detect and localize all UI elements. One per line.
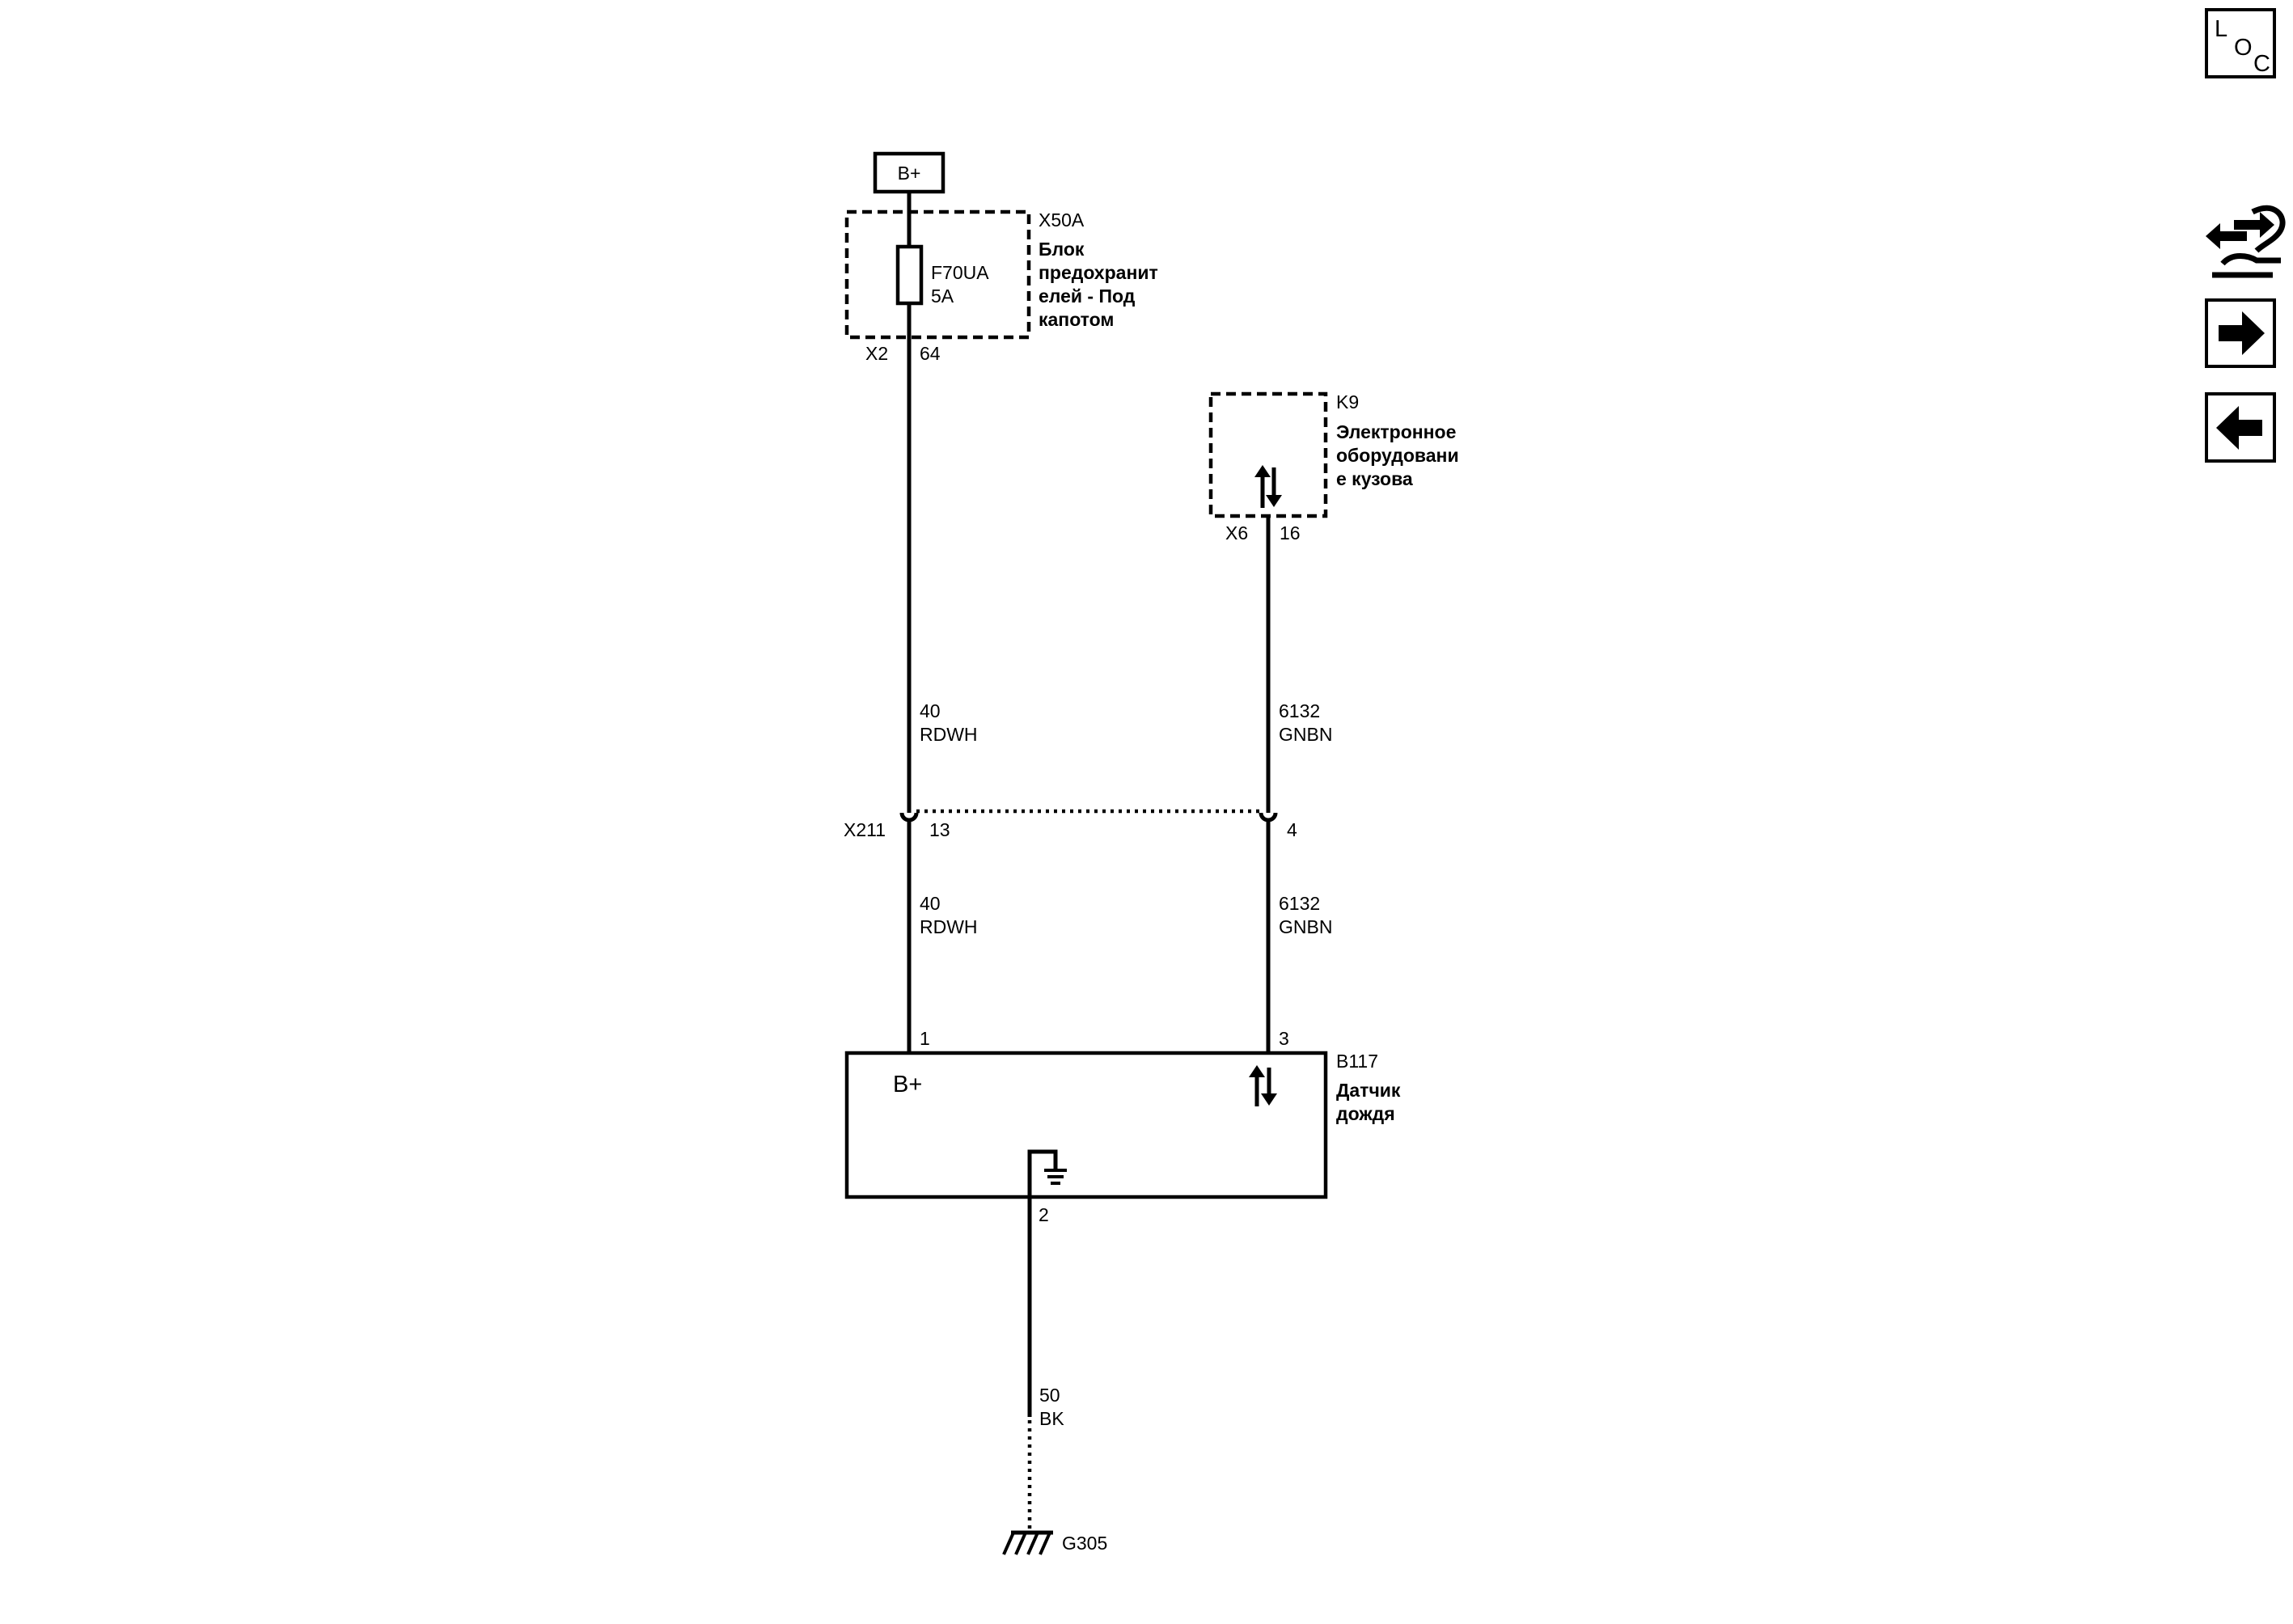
fuse-block-name-3: елей - Под <box>1039 285 1136 307</box>
bidirectional-arrow-icon <box>1254 465 1282 508</box>
fuse-symbol <box>895 244 924 306</box>
ground-circuit: 50 <box>1039 1385 1060 1406</box>
fuse-block-connector: X2 <box>865 343 888 364</box>
bcm-connector: X6 <box>1225 522 1248 543</box>
previous-page-button[interactable] <box>2205 392 2276 463</box>
ground-color: BK <box>1039 1408 1064 1429</box>
chassis-ground-icon <box>1027 1149 1067 1197</box>
power-source: B+ <box>873 151 946 194</box>
location-button[interactable]: L O C <box>2205 8 2276 78</box>
arrow-left-icon <box>2216 406 2262 450</box>
bcm-pin: 16 <box>1280 522 1301 543</box>
fuse-block-ref: X50A <box>1039 209 1085 230</box>
loc-letter-c: C <box>2253 51 2270 77</box>
inline-connector: X211 13 4 <box>844 809 1297 840</box>
signal-lower-circuit: 6132 <box>1279 893 1320 914</box>
fuse-block-name-1: Блок <box>1039 239 1085 260</box>
power-source-label: B+ <box>898 163 921 184</box>
signal-upper-color: GNBN <box>1279 724 1332 745</box>
rain-sensor: 1 3 B+ B117 Датчик дождя 2 <box>844 1028 1401 1225</box>
sensor-power-label: B+ <box>893 1072 922 1097</box>
signal-upper-circuit: 6132 <box>1279 700 1320 721</box>
ground-point-ref: G305 <box>1062 1533 1107 1554</box>
power-upper-color: RDWH <box>920 724 978 745</box>
fuse-block-name-2: предохранит <box>1039 262 1158 283</box>
bcm-name-2: оборудовани <box>1336 445 1459 466</box>
sensor-name-2: дождя <box>1336 1103 1395 1124</box>
bcm-module: K9 Электронное оборудовани е кузова X6 1… <box>1208 391 1459 543</box>
fuse-block-pin: 64 <box>920 343 941 364</box>
inline-connector-pin-a: 13 <box>929 819 950 840</box>
inline-connector-pin-b: 4 <box>1287 819 1297 840</box>
ground-point: G305 <box>1002 1530 1107 1555</box>
power-lower-circuit: 40 <box>920 893 941 914</box>
signal-lower-color: GNBN <box>1279 916 1332 937</box>
next-page-button[interactable] <box>2205 298 2276 368</box>
ground-symbol-icon <box>1002 1530 1053 1555</box>
sensor-pin-signal: 3 <box>1279 1028 1289 1049</box>
fuse-rating: 5A <box>931 285 954 307</box>
wiring-harness-icon <box>2206 205 2286 278</box>
inline-connector-ref: X211 <box>844 819 886 840</box>
wiring-harness-button[interactable] <box>2206 205 2286 278</box>
sensor-ref: B117 <box>1336 1051 1378 1072</box>
sensor-pin-power: 1 <box>920 1028 930 1049</box>
loc-letter-l: L <box>2215 16 2227 42</box>
fuse-block-name-4: капотом <box>1039 309 1114 330</box>
arrow-right-icon <box>2219 311 2265 355</box>
bcm-name-1: Электронное <box>1336 421 1456 442</box>
bidirectional-arrow-icon <box>1249 1065 1277 1106</box>
loc-letter-o: O <box>2234 35 2253 61</box>
power-upper-circuit: 40 <box>920 700 941 721</box>
fuse-id: F70UA <box>931 262 989 283</box>
fuse-block: X50A Блок предохранит елей - Под капотом… <box>844 209 1158 364</box>
bcm-ref: K9 <box>1336 391 1359 412</box>
bcm-name-3: е кузова <box>1336 468 1413 489</box>
power-lower-color: RDWH <box>920 916 978 937</box>
sensor-pin-ground: 2 <box>1039 1204 1049 1225</box>
sensor-name-1: Датчик <box>1336 1080 1401 1101</box>
